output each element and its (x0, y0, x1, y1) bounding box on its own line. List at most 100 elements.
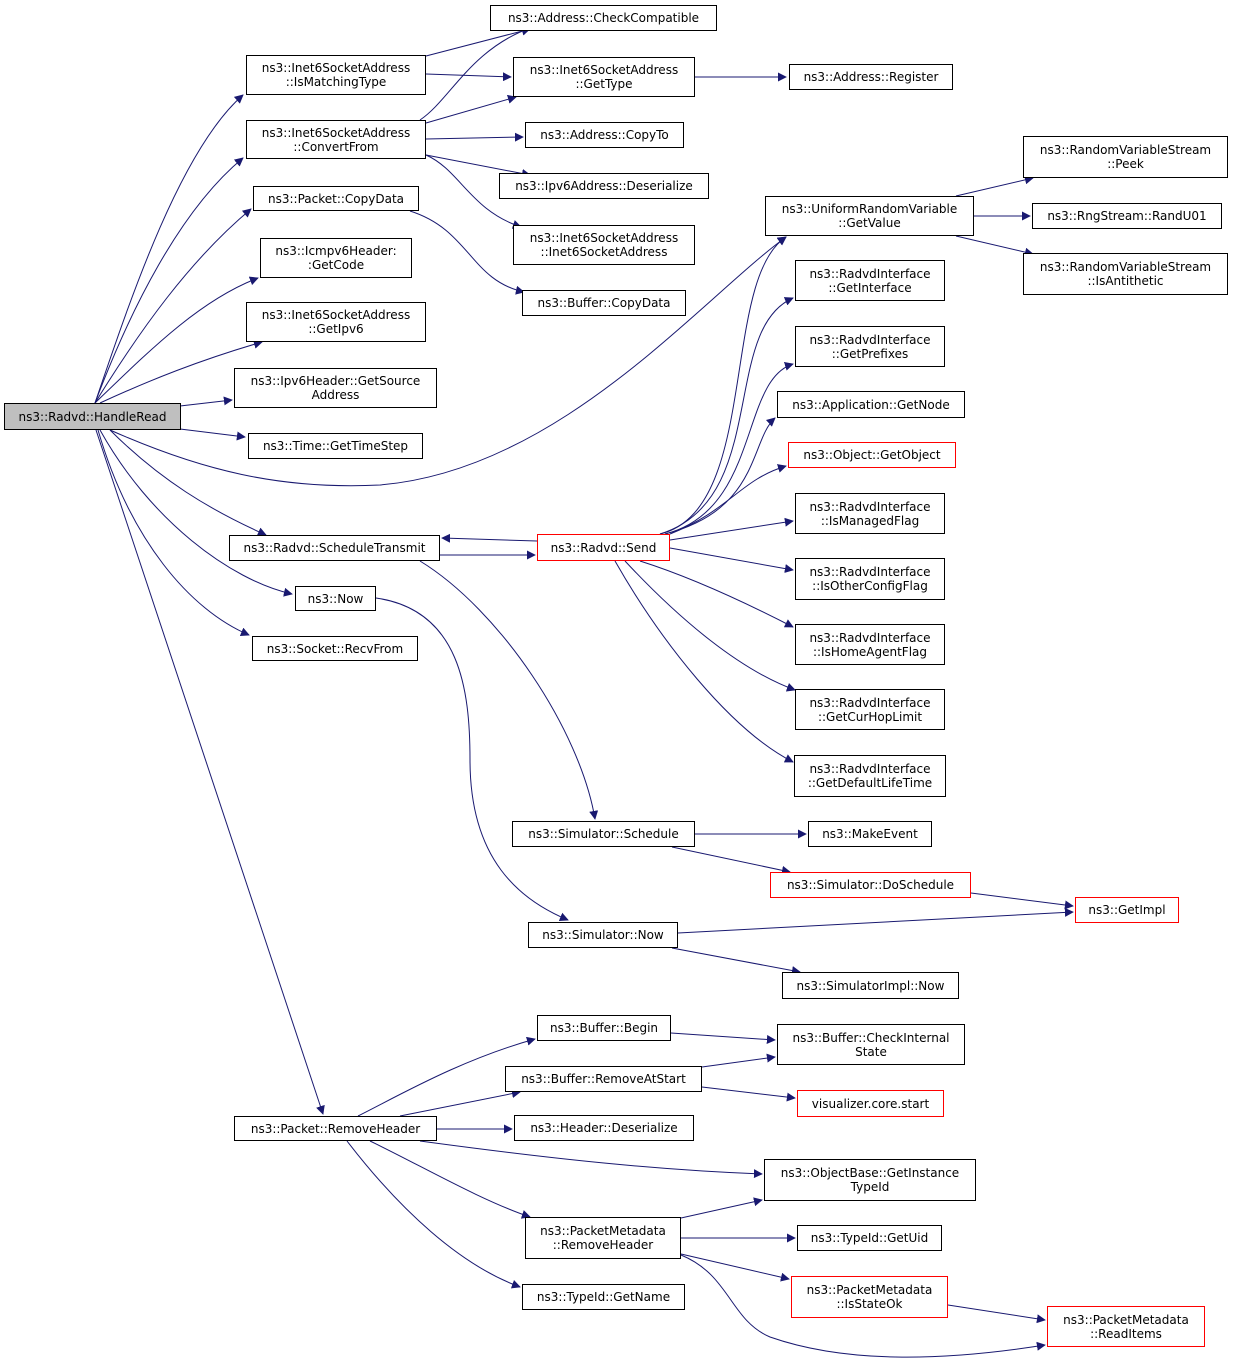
edge-pm_removeheader-to-pm_isstateok (680, 1253, 790, 1282)
node-label-line: TypeId (850, 1180, 890, 1194)
node-pkt_copydata[interactable]: ns3::Packet::CopyData (253, 186, 419, 211)
node-sim_now[interactable]: ns3::Simulator::Now (528, 922, 678, 948)
node-makeevent[interactable]: ns3::MakeEvent (808, 821, 932, 847)
node-label-line: ns3::Ipv6Header::GetSource (250, 374, 421, 388)
node-label-line: ns3::Inet6SocketAddress (261, 61, 411, 75)
node-simimpl_now[interactable]: ns3::SimulatorImpl::Now (782, 972, 959, 999)
node-buf_copydata[interactable]: ns3::Buffer::CopyData (522, 290, 686, 316)
node-pm_isstateok[interactable]: ns3::PacketMetadata::IsStateOk (791, 1276, 948, 1318)
node-label-line: ns3::Application::GetNode (792, 397, 950, 412)
node-sim_doschedule[interactable]: ns3::Simulator::DoSchedule (770, 872, 971, 898)
node-hdr_deser[interactable]: ns3::Header::Deserialize (514, 1115, 694, 1141)
node-rvs_peek[interactable]: ns3::RandomVariableStream::Peek (1023, 136, 1228, 178)
edge-root-to-pkt_removeheader (95, 429, 325, 1115)
node-radvd_send[interactable]: ns3::Radvd::Send (537, 534, 670, 561)
node-inet_ismatch[interactable]: ns3::Inet6SocketAddress::IsMatchingType (246, 55, 426, 95)
node-label-line: ::IsAntithetic (1087, 274, 1164, 288)
node-label-line: visualizer.core.start (811, 1096, 930, 1111)
node-obj_getobject[interactable]: ns3::Object::GetObject (788, 442, 956, 468)
edge-root-to-inet_ismatch (94, 94, 244, 404)
node-ipv6addr_deser[interactable]: ns3::Ipv6Address::Deserialize (499, 173, 709, 199)
node-typeid_getuid[interactable]: ns3::TypeId::GetUid (797, 1225, 942, 1251)
node-label-line: ns3::Buffer::CopyData (537, 296, 671, 310)
node-ri_managed[interactable]: ns3::RadvdInterface::IsManagedFlag (795, 493, 945, 534)
node-label-line: ns3::RadvdInterface (809, 565, 931, 579)
node-label-line: ns3::Inet6SocketAddress (529, 231, 679, 245)
node-label-line: ns3::RngStream::RandU01 (1047, 209, 1207, 223)
node-label-line: ns3::Address::Register (803, 70, 939, 84)
node-time_step[interactable]: ns3::Time::GetTimeStep (248, 433, 423, 459)
node-typeid_getname[interactable]: ns3::TypeId::GetName (522, 1284, 685, 1310)
node-urv_getvalue[interactable]: ns3::UniformRandomVariable::GetValue (765, 196, 974, 236)
node-label-line: ns3::Ipv6Address::Deserialize (515, 179, 693, 193)
node-label-line: ns3::Address::CopyTo (540, 128, 669, 142)
node-buf_removeatstart[interactable]: ns3::Buffer::RemoveAtStart (505, 1066, 702, 1092)
node-ri_otherconfig[interactable]: ns3::RadvdInterface::IsOtherConfigFlag (795, 558, 945, 600)
node-inet_getipv6[interactable]: ns3::Inet6SocketAddress::GetIpv6 (246, 302, 426, 342)
edge-inet_convert-to-addr_checkcompat (419, 26, 531, 121)
node-label-line: ns3::Icmpv6Header: (275, 244, 397, 258)
node-label-line: ::Inet6SocketAddress (540, 245, 668, 259)
node-label-line: ns3::PacketMetadata (540, 1224, 666, 1238)
edge-radvd_send-to-ri_otherconfig (669, 547, 794, 574)
node-label-line: ns3::Buffer::Begin (549, 1021, 659, 1035)
node-label-line: ns3::RadvdInterface (809, 695, 931, 710)
node-icmp_getcode[interactable]: ns3::Icmpv6Header::GetCode (260, 238, 412, 278)
node-addr_copyto[interactable]: ns3::Address::CopyTo (525, 122, 684, 148)
node-ri_deflife[interactable]: ns3::RadvdInterface::GetDefaultLifeTime (794, 755, 946, 797)
node-label-line: ::GetPrefixes (831, 346, 909, 361)
node-ri_getiface[interactable]: ns3::RadvdInterface::GetInterface (795, 260, 945, 301)
node-addr_checkcompat[interactable]: ns3::Address::CheckCompatible (490, 5, 717, 31)
call-edges (94, 26, 1074, 1358)
edge-radvd_send-to-ri_deflife (614, 560, 794, 763)
node-inet_gettype[interactable]: ns3::Inet6SocketAddress::GetType (513, 57, 695, 97)
node-inet_ctor[interactable]: ns3::Inet6SocketAddress::Inet6SocketAddr… (513, 225, 695, 265)
node-app_getnode[interactable]: ns3::Application::GetNode (777, 391, 965, 418)
node-label-line: ns3::Inet6SocketAddress (261, 125, 411, 140)
node-now[interactable]: ns3::Now (295, 586, 376, 611)
edge-pkt_removeheader-to-typeid_getname (346, 1140, 521, 1289)
node-sock_recvfrom[interactable]: ns3::Socket::RecvFrom (252, 636, 418, 661)
edge-sim_now-to-simimpl_now (671, 947, 801, 975)
node-pm_readitems[interactable]: ns3::PacketMetadata::ReadItems (1047, 1306, 1205, 1347)
node-buf_begin[interactable]: ns3::Buffer::Begin (537, 1015, 671, 1041)
node-pm_removeheader[interactable]: ns3::PacketMetadata::RemoveHeader (525, 1217, 681, 1259)
node-label-line: ns3::Socket::RecvFrom (266, 641, 404, 656)
edge-root-to-ipv6_getsource (179, 396, 233, 407)
node-label-line: ns3::GetImpl (1088, 903, 1166, 917)
edge-sim_now-to-getimpl (677, 907, 1074, 934)
node-label-line: ns3::RandomVariableStream (1039, 143, 1212, 157)
node-label-line: ns3::MakeEvent (822, 827, 918, 841)
node-rvs_isanti[interactable]: ns3::RandomVariableStream::IsAntithetic (1023, 253, 1228, 295)
node-rng_randu01[interactable]: ns3::RngStream::RandU01 (1032, 203, 1222, 229)
edge-radvd_send-to-ri_curhop (624, 560, 796, 692)
node-getimpl[interactable]: ns3::GetImpl (1075, 897, 1179, 923)
node-ri_getprefixes[interactable]: ns3::RadvdInterface::GetPrefixes (795, 326, 945, 367)
edge-pkt_removeheader-to-pm_removeheader (369, 1140, 531, 1219)
edge-inet_convert-to-ipv6addr_deser (425, 154, 531, 178)
node-label-line: ::IsManagedFlag (820, 513, 920, 528)
node-vis_start[interactable]: visualizer.core.start (797, 1090, 944, 1117)
node-label-line: ns3::PacketMetadata (1063, 1312, 1189, 1327)
edge-root-to-sock_recvfrom (97, 429, 250, 636)
node-inet_convert[interactable]: ns3::Inet6SocketAddress::ConvertFrom (246, 120, 426, 159)
node-addr_register[interactable]: ns3::Address::Register (789, 64, 953, 90)
node-label-line: ns3::Radvd::Send (550, 540, 657, 555)
edge-inet_convert-to-addr_copyto (425, 132, 524, 142)
edge-sched_transmit-to-sim_schedule (419, 560, 599, 820)
node-label-line: ns3::ObjectBase::GetInstance (780, 1166, 960, 1180)
node-label-line: ::IsHomeAgentFlag (812, 644, 928, 659)
node-label-line: ::GetValue (838, 216, 901, 230)
node-sched_transmit[interactable]: ns3::Radvd::ScheduleTransmit (229, 535, 440, 561)
node-label-line: ns3::RadvdInterface (809, 266, 931, 281)
node-label-line: ::GetCurHopLimit (817, 709, 923, 724)
node-ri_curhop[interactable]: ns3::RadvdInterface::GetCurHopLimit (795, 689, 945, 730)
node-sim_schedule[interactable]: ns3::Simulator::Schedule (512, 821, 695, 847)
node-label-line: ns3::Buffer::CheckInternal (792, 1030, 950, 1045)
node-pkt_removeheader[interactable]: ns3::Packet::RemoveHeader (234, 1116, 437, 1141)
node-ri_homeagent[interactable]: ns3::RadvdInterface::IsHomeAgentFlag (795, 624, 945, 665)
